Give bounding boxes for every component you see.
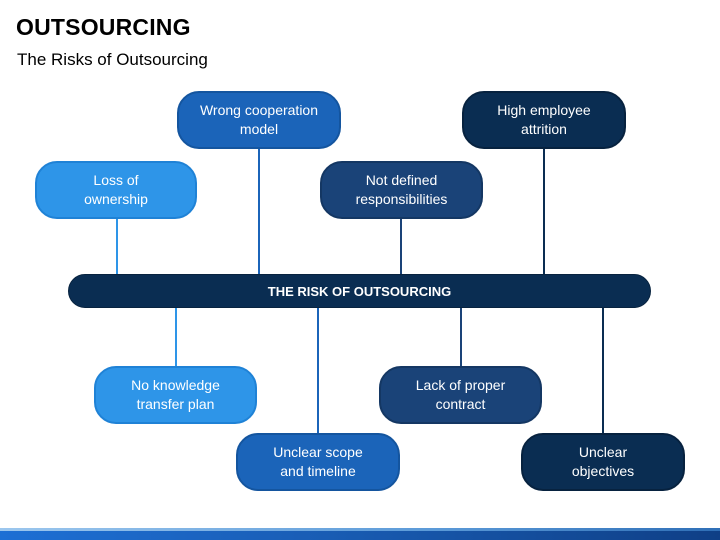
connector-not-defined-responsibilities — [400, 218, 402, 276]
risk-box-wrong-cooperation-model: Wrong cooperation model — [177, 91, 341, 149]
center-risk-bar: THE RISK OF OUTSOURCING — [68, 274, 651, 308]
footer-accent-strip — [0, 528, 720, 531]
risk-box-no-knowledge-transfer-plan: No knowledge transfer plan — [94, 366, 257, 424]
risk-box-high-employee-attrition: High employee attrition — [462, 91, 626, 149]
risk-box-loss-of-ownership: Loss of ownership — [35, 161, 197, 219]
footer-bar — [0, 531, 720, 540]
risk-box-lack-of-proper-contract: Lack of proper contract — [379, 366, 542, 424]
risk-box-unclear-objectives: Unclear objectives — [521, 433, 685, 491]
page-subtitle: The Risks of Outsourcing — [17, 50, 208, 69]
page-title: OUTSOURCING — [16, 14, 191, 40]
risk-box-unclear-scope-and-timeline: Unclear scope and timeline — [236, 433, 400, 491]
risk-box-not-defined-responsibilities: Not defined responsibilities — [320, 161, 483, 219]
connector-lack-of-proper-contract — [460, 306, 462, 368]
connector-no-knowledge-transfer-plan — [175, 306, 177, 368]
connector-wrong-cooperation-model — [258, 148, 260, 276]
connector-high-employee-attrition — [543, 148, 545, 276]
connector-unclear-objectives — [602, 306, 604, 436]
connector-loss-of-ownership — [116, 218, 118, 276]
connector-unclear-scope-and-timeline — [317, 306, 319, 436]
